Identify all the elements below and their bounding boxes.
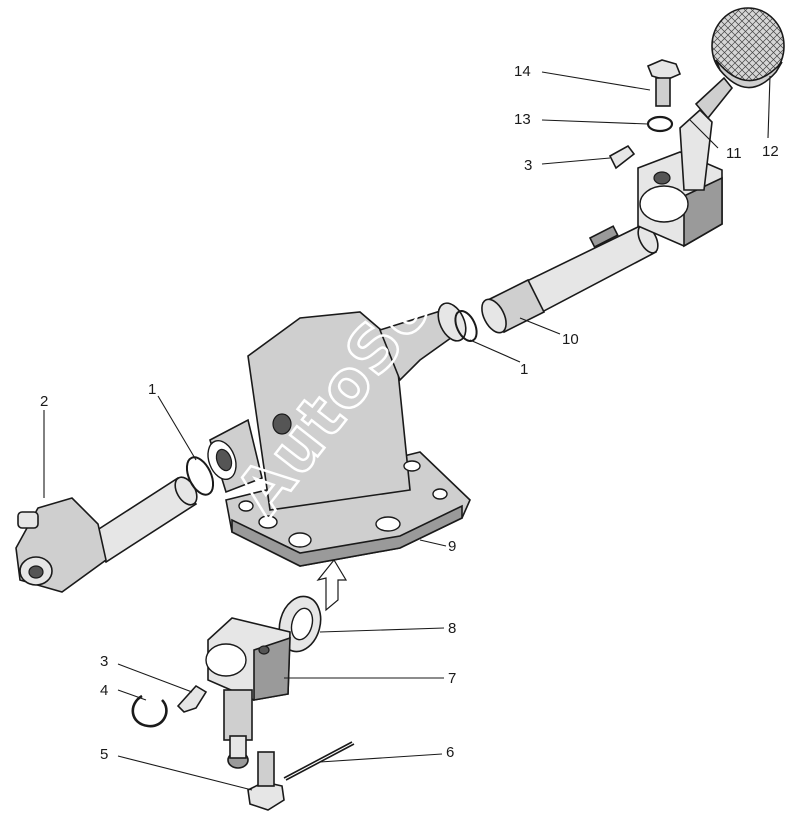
callout-1-right: 1 <box>520 361 528 378</box>
callout-2: 2 <box>40 393 48 410</box>
bolt-part-5 <box>247 751 285 811</box>
leader-lines <box>43 71 771 791</box>
key-part-3-top <box>608 144 636 170</box>
callout-5: 5 <box>100 746 108 763</box>
callout-9: 9 <box>448 538 456 555</box>
callout-3-top: 3 <box>524 157 532 174</box>
callout-8: 8 <box>448 620 456 637</box>
snap-ring-part-1-left <box>185 456 215 496</box>
assembly-arrow <box>316 558 348 612</box>
callout-11: 11 <box>726 145 742 162</box>
key-part-3-bottom <box>176 684 208 713</box>
lever-block-part-11 <box>637 76 734 248</box>
callout-4: 4 <box>100 682 108 699</box>
callout-labels: 14 13 3 11 12 10 1 1 2 9 8 3 7 4 6 5 <box>40 63 779 763</box>
callout-12: 12 <box>762 143 779 160</box>
knob-part-12 <box>711 7 785 89</box>
housing-part-9 <box>207 302 471 567</box>
callout-13: 13 <box>514 111 531 128</box>
shaft-part-10 <box>481 224 659 334</box>
snap-ring-part-1-right <box>454 310 478 342</box>
callout-6: 6 <box>446 744 454 761</box>
washer-part-13 <box>646 115 674 133</box>
callout-3-bottom: 3 <box>100 653 108 670</box>
callout-1-left: 1 <box>148 381 156 398</box>
lever-block-part-7 <box>205 617 291 769</box>
circlip-part-4 <box>131 694 168 728</box>
callout-14: 14 <box>514 63 531 80</box>
lever-shaft-part-2 <box>15 476 198 593</box>
bolt-part-14 <box>646 59 682 107</box>
callout-7: 7 <box>448 670 456 687</box>
callout-10: 10 <box>562 331 579 348</box>
